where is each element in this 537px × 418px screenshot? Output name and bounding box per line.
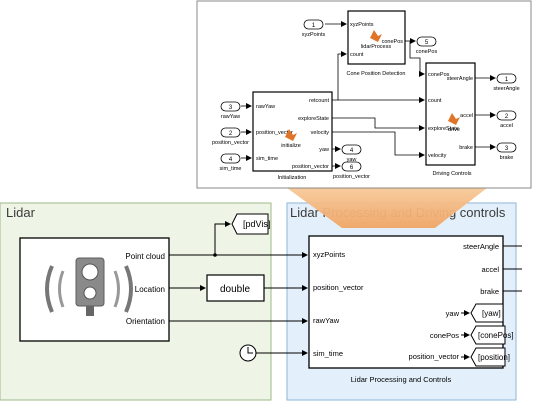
lpc-out-steerangle: steerAngle xyxy=(463,242,499,251)
convert-double-block[interactable] xyxy=(206,274,265,302)
init-in-rawyaw: rawYaw xyxy=(256,104,275,110)
inport-sim-time[interactable] xyxy=(220,153,241,164)
outport-brake[interactable] xyxy=(496,142,517,153)
goto-pdvis-label: [pdVis] xyxy=(243,219,270,229)
init-out-velocity: velocity xyxy=(311,130,330,136)
outport-accel[interactable] xyxy=(496,110,517,121)
lidar-sensor-icon xyxy=(45,257,133,316)
outport-steerangle[interactable] xyxy=(496,73,517,84)
lpc-out-position-vector: position_vector xyxy=(409,352,460,361)
outport-position-vector-num: 6 xyxy=(350,165,354,171)
cone-out-conepos: conePos xyxy=(382,39,404,45)
init-out-yaw: yaw xyxy=(319,147,329,153)
inport-position-vector-name: position_vector xyxy=(212,140,249,146)
lpc-in-rawyaw: rawYaw xyxy=(313,316,340,325)
drive-out-steerangle: steerAngle xyxy=(447,76,473,82)
goto-yaw[interactable] xyxy=(470,303,504,323)
inport-xyzpoints-name: xyzPoints xyxy=(302,32,326,38)
drive-out-brake: brake xyxy=(459,145,473,151)
lpc-in-sim-time: sim_time xyxy=(313,349,343,358)
drive-block-title: Driving Controls xyxy=(432,171,471,177)
lpc-in-position-vector: position_vector xyxy=(313,283,364,292)
lpc-block[interactable] xyxy=(308,235,504,369)
goto-position[interactable] xyxy=(470,347,506,367)
init-out-position-vector: position_vector xyxy=(292,164,329,170)
lpc-out-brake: brake xyxy=(480,287,499,296)
goto-position-label: [position] xyxy=(478,353,510,362)
subsystem-lines xyxy=(241,21,496,169)
outport-steerangle-name: steerAngle xyxy=(493,86,519,92)
init-out-explorestate: exploreState xyxy=(298,116,329,122)
outport-brake-num: 3 xyxy=(505,146,509,152)
lpc-out-conepos: conePos xyxy=(430,331,459,340)
init-in-sim-time: sim_time xyxy=(256,156,278,162)
lidar-port-point-cloud: Point cloud xyxy=(125,252,165,261)
inport-position-vector-num: 2 xyxy=(229,131,233,137)
outport-conepos-num: 5 xyxy=(425,40,429,46)
outport-yaw[interactable] xyxy=(341,144,362,155)
inport-xyzpoints-num: 1 xyxy=(312,23,316,29)
outport-position-vector-name: position_vector xyxy=(333,174,370,180)
drive-in-velocity: velocity xyxy=(428,153,447,159)
outport-accel-name: accel xyxy=(500,123,513,129)
zoom-connector xyxy=(287,188,487,228)
outport-yaw-name: yaw xyxy=(347,157,357,163)
cone-in-xyzpoints: xyzPoints xyxy=(350,22,374,28)
lidar-port-location: Location xyxy=(135,285,165,294)
lpc-out-accel: accel xyxy=(481,265,499,274)
lpc-in-xyzpoints: xyzPoints xyxy=(313,250,345,259)
drive-in-explorestate: exploreState xyxy=(428,126,459,132)
goto-conepos[interactable] xyxy=(470,325,506,345)
init-in-position-vector: position_vector xyxy=(256,130,293,136)
outport-accel-num: 2 xyxy=(505,114,509,120)
inport-rawyaw-name: rawYaw xyxy=(221,114,240,120)
drive-in-conepos: conePos xyxy=(428,72,450,78)
outport-steerangle-num: 1 xyxy=(505,77,509,83)
goto-pdvis[interactable] xyxy=(231,213,269,235)
outport-conepos[interactable] xyxy=(416,36,437,47)
convert-double-label: double xyxy=(220,284,250,295)
inport-sim-time-name: sim_time xyxy=(219,166,241,172)
init-matlab-icon xyxy=(285,129,297,141)
inport-rawyaw-num: 3 xyxy=(229,105,233,111)
inport-xyzpoints[interactable] xyxy=(303,19,324,30)
drive-out-accel: accel xyxy=(460,113,473,119)
lpc-block-name: Lidar Processing and Controls xyxy=(351,375,452,384)
lpc-out-yaw: yaw xyxy=(446,309,460,318)
outport-position-vector[interactable] xyxy=(341,161,362,172)
outport-yaw-num: 4 xyxy=(350,148,354,154)
outport-brake-name: brake xyxy=(500,155,514,161)
cone-fn-name: lidarProcess xyxy=(361,44,392,50)
lidar-port-orientation: Orientation xyxy=(126,317,165,326)
signal-lines xyxy=(169,221,522,360)
clock-icon[interactable] xyxy=(239,344,257,362)
inport-sim-time-num: 4 xyxy=(229,157,233,163)
init-out-retcount: retcount xyxy=(309,98,329,104)
init-block-title: Initialization xyxy=(278,175,307,181)
driving-controls-block[interactable] xyxy=(425,62,476,166)
init-fn-name: initialize xyxy=(281,143,301,149)
outport-conepos-name: conePos xyxy=(416,49,438,55)
goto-conepos-label: [conePos] xyxy=(478,331,514,340)
drive-in-count: count xyxy=(428,98,442,104)
goto-yaw-label: [yaw] xyxy=(482,309,501,318)
initialization-block[interactable] xyxy=(252,91,333,172)
inport-position-vector[interactable] xyxy=(220,127,241,138)
cone-block-title: Cone Position Detection xyxy=(346,71,405,77)
lidar-area-title: Lidar xyxy=(6,205,36,220)
drive-matlab-icon xyxy=(448,113,460,125)
cone-matlab-icon xyxy=(370,30,382,42)
cone-in-count: count xyxy=(350,52,364,58)
drive-fn-name: drive xyxy=(448,127,460,133)
inport-rawyaw[interactable] xyxy=(220,101,241,112)
